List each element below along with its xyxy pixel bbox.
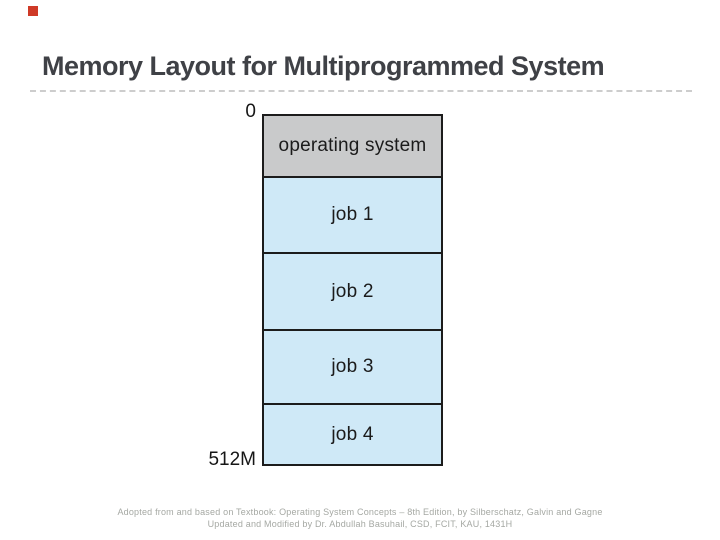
memory-block-job-4: job 4 <box>264 405 441 464</box>
address-label-bottom: 512M <box>208 449 256 470</box>
address-label-top: 0 <box>245 101 256 122</box>
memory-block-label: job 1 <box>331 204 374 225</box>
memory-block-job-2: job 2 <box>264 254 441 331</box>
slide-accent-square <box>28 6 38 16</box>
memory-block-label: job 3 <box>331 356 374 377</box>
memory-block-label: operating system <box>278 135 427 156</box>
memory-block-operating-system: operating system <box>264 116 441 178</box>
footer-credit-line-1: Adopted from and based on Textbook: Oper… <box>117 507 603 517</box>
memory-block-job-3: job 3 <box>264 331 441 405</box>
title-divider <box>30 90 692 92</box>
memory-block-label: job 4 <box>331 423 374 445</box>
memory-block-label: job 2 <box>331 280 374 302</box>
memory-block-job-1: job 1 <box>264 178 441 254</box>
footer-credits: Adopted from and based on Textbook: Oper… <box>0 507 720 530</box>
footer-credit-line-2: Updated and Modified by Dr. Abdullah Bas… <box>207 518 513 529</box>
memory-box: operating system job 1 job 2 job 3 job 4 <box>262 114 443 466</box>
slide-title: Memory Layout for Multiprogrammed System <box>42 51 605 81</box>
